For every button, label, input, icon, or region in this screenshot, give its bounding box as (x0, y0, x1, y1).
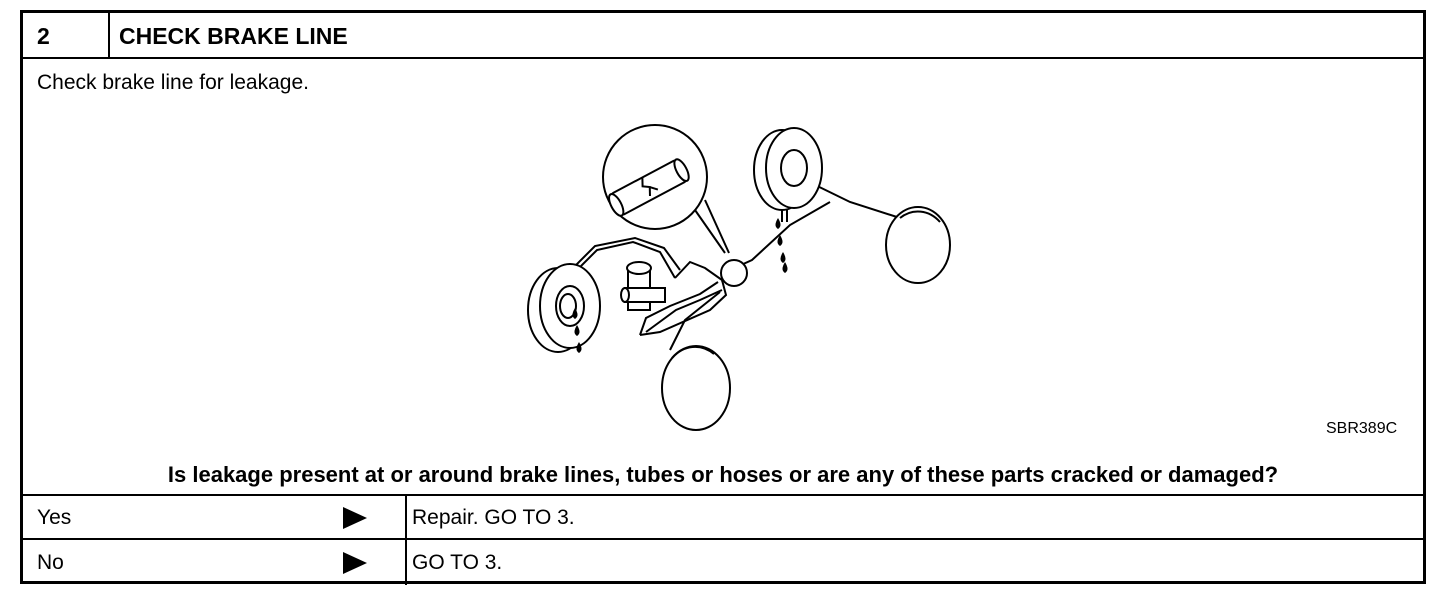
instruction-text: Check brake line for leakage. (37, 71, 309, 94)
answer-column-divider (405, 495, 407, 585)
master-cylinder-icon (620, 261, 666, 311)
right-triangle-icon (343, 552, 367, 574)
right-triangle-icon (343, 507, 367, 529)
step-title: CHECK BRAKE LINE (119, 23, 348, 49)
brake-line-leak-diagram-icon (527, 124, 951, 431)
inspection-point-icon (720, 259, 748, 287)
answer-yes-label: Yes (37, 506, 72, 529)
magnifier-callout-icon (602, 124, 730, 254)
inspection-step-table: 2 CHECK BRAKE LINE Check brake line for … (20, 10, 1426, 585)
fluid-drops-icon (572, 218, 788, 353)
front-right-wheel-icon (753, 127, 823, 211)
answer-yes-action: Repair. GO TO 3. (412, 506, 575, 529)
answer-no-label: No (37, 551, 64, 574)
step-number-divider (108, 13, 110, 58)
answer-no-action: GO TO 3. (412, 551, 503, 574)
front-left-wheel-icon (527, 263, 601, 353)
rear-right-wheel-icon (885, 206, 951, 284)
answer-divider (23, 538, 1423, 540)
rear-left-wheel-icon (661, 345, 731, 431)
question-divider (23, 494, 1423, 496)
step-number: 2 (37, 23, 50, 49)
header-divider (23, 57, 1423, 59)
question-text: Is leakage present at or around brake li… (167, 462, 1279, 487)
figure-code: SBR389C (1326, 420, 1398, 437)
